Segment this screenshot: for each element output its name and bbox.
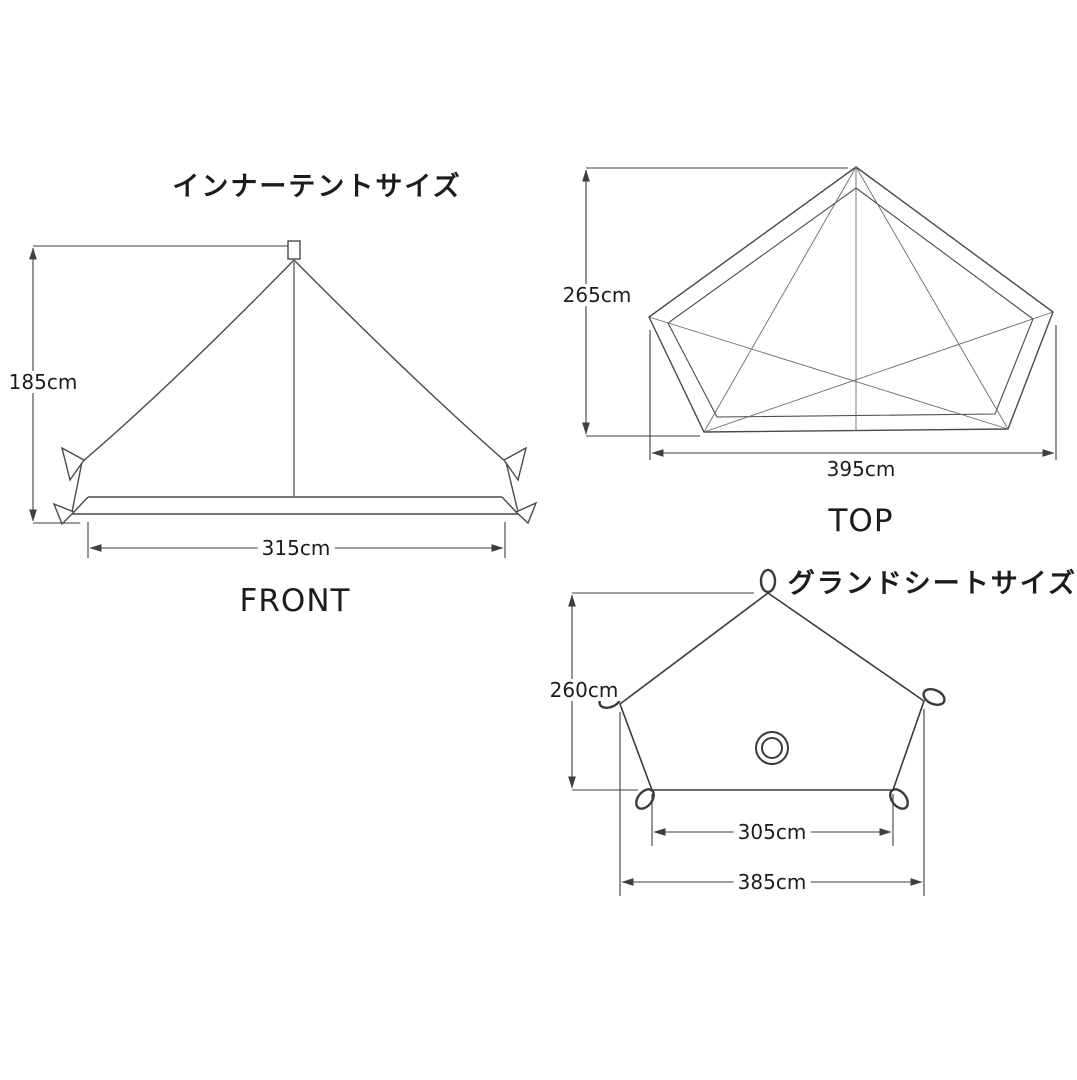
groundsheet-loop-bottom-left	[635, 788, 655, 810]
top-depth-dimension: 265cm	[558, 284, 636, 306]
top-view-label: TOP	[828, 503, 894, 539]
top-internal-lines	[648, 166, 1054, 433]
front-right-stake-upper	[502, 446, 528, 482]
front-dimension-lines	[29, 245, 506, 558]
groundsheet-loop-top	[759, 568, 777, 594]
groundsheet-ring-inner	[761, 737, 783, 759]
front-left-edge	[71, 461, 83, 513]
front-floor-right-cap	[501, 496, 519, 515]
groundsheet-outer-width-dimension: 385cm	[733, 871, 811, 893]
front-right-stake-lower	[514, 501, 538, 525]
front-width-dimension: 315cm	[257, 537, 335, 559]
groundsheet-title: グランドシートサイズ	[787, 568, 1077, 600]
top-view-drawing	[648, 166, 1054, 433]
front-pole-cap	[287, 240, 301, 260]
front-left-slope	[81, 259, 295, 463]
front-view-label: FRONT	[239, 583, 351, 619]
top-width-dimension: 395cm	[822, 458, 900, 480]
front-view-drawing	[52, 240, 538, 526]
front-left-stake-upper	[60, 446, 86, 482]
groundsheet-ring-outer	[755, 731, 789, 765]
groundsheet-outline	[619, 592, 925, 791]
front-left-stake-lower	[52, 502, 76, 526]
groundsheet-drawing	[598, 568, 946, 810]
top-inner-pentagon	[667, 187, 1034, 418]
groundsheet-inner-width-dimension: 305cm	[733, 821, 811, 843]
front-right-slope	[293, 259, 507, 463]
front-floor-left-cap	[71, 496, 89, 515]
top-outer-pentagon	[648, 166, 1054, 433]
front-height-dimension: 185cm	[4, 371, 82, 393]
groundsheet-loop-right	[922, 687, 946, 707]
groundsheet-dimension-lines	[568, 592, 925, 896]
groundsheet-depth-dimension: 260cm	[545, 679, 623, 701]
front-right-edge	[505, 461, 519, 513]
inner-tent-title: インナーテントサイズ	[172, 171, 462, 203]
